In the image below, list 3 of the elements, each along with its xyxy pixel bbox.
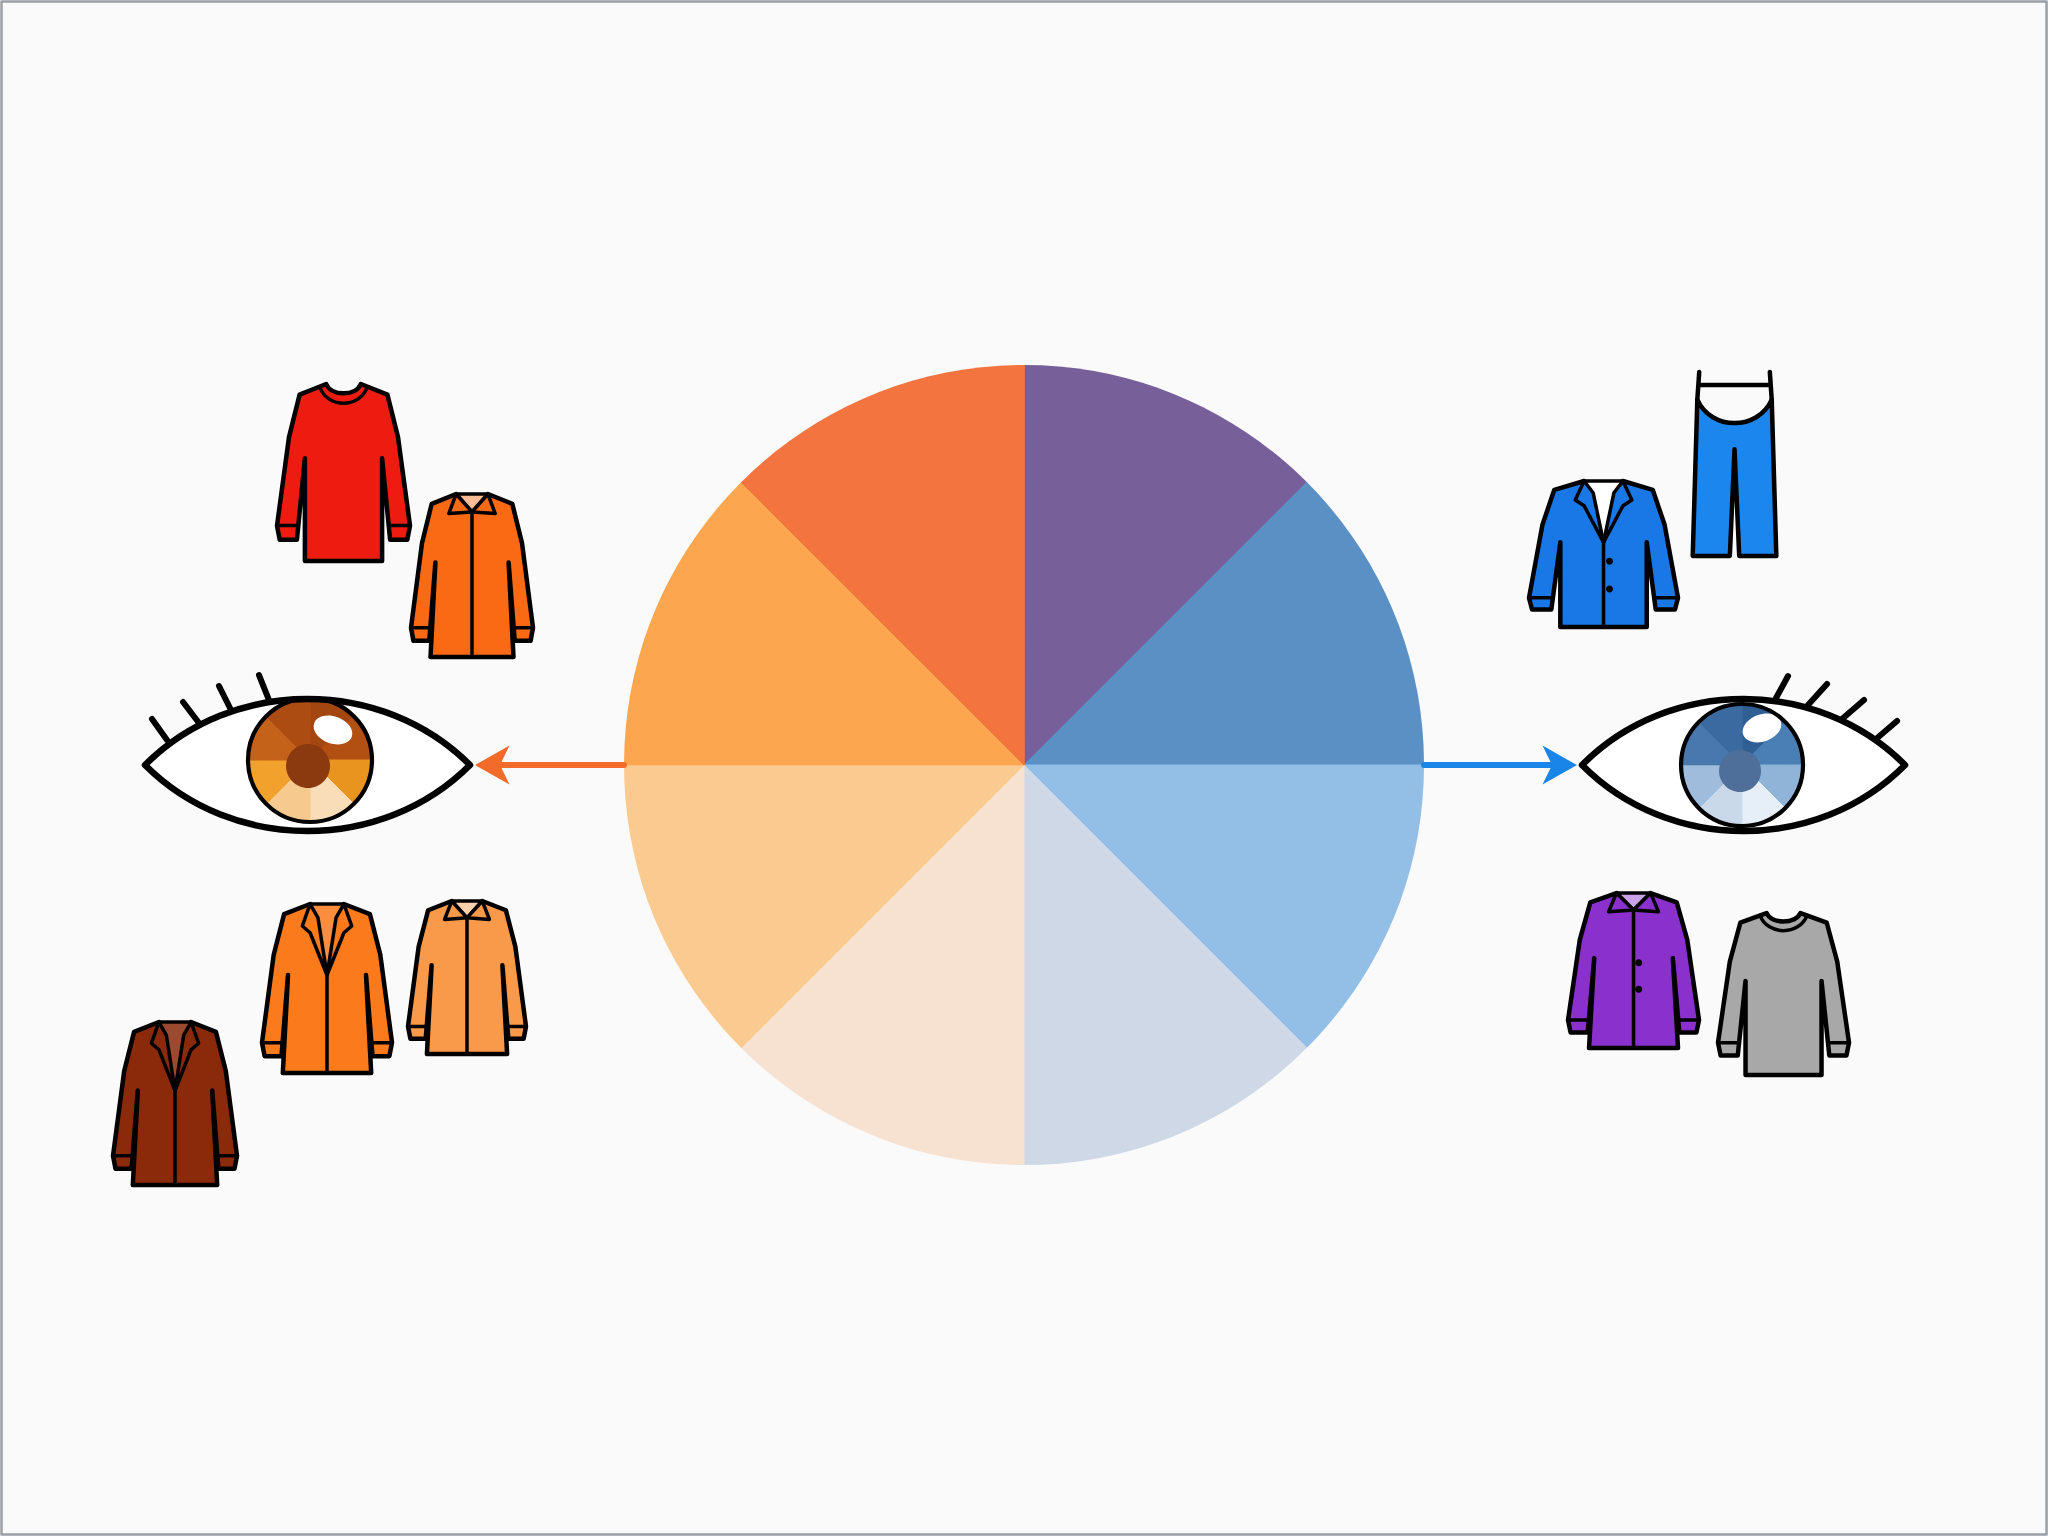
- eye-icon: [141, 672, 474, 835]
- color-wheel: [624, 365, 1424, 1165]
- eye-icon: [1578, 673, 1909, 835]
